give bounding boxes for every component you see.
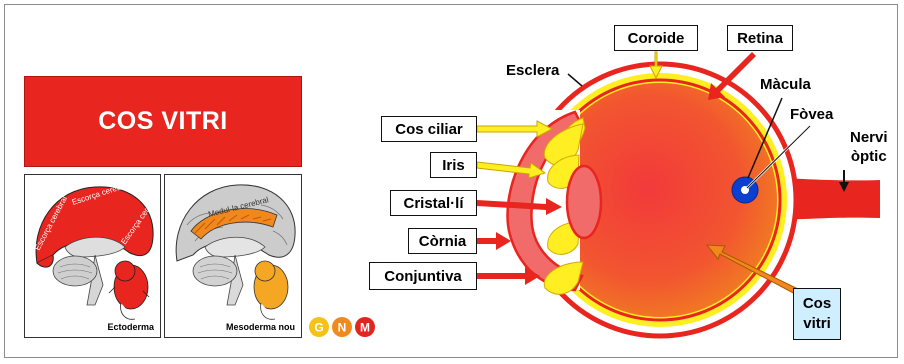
label-conjuntiva: Conjuntiva — [369, 262, 477, 290]
label-nervi-optic: Nervi òptic — [850, 128, 888, 166]
arrow-cornia — [477, 232, 511, 250]
label-retina: Retina — [727, 25, 793, 51]
logo-letter-n: N — [338, 321, 347, 335]
title-banner: COS VITRI — [24, 76, 302, 167]
label-conjuntiva-text: Conjuntiva — [384, 267, 462, 285]
arrow-cristalli — [477, 198, 562, 215]
logo-circle-n — [332, 317, 352, 337]
label-cos-ciliar-text: Cos ciliar — [395, 120, 463, 138]
label-cornia: Còrnia — [408, 228, 477, 254]
label-nervi-line2: òptic — [850, 148, 887, 165]
pointer-nervi — [839, 170, 849, 192]
logo-circle-m — [355, 317, 375, 337]
lens — [565, 164, 603, 240]
label-cristalli: Cristal·lí — [390, 190, 477, 216]
iris-lower — [547, 221, 580, 255]
label-cristalli-text: Cristal·lí — [403, 194, 464, 212]
title-text: COS VITRI — [98, 107, 228, 135]
label-cos-vitri: Cos vitri — [793, 288, 841, 340]
arrow-coroide — [649, 51, 663, 80]
label-cos-vitri-line2: vitri — [803, 315, 831, 332]
label-iris-text: Iris — [442, 156, 465, 174]
pointer-esclera — [567, 73, 583, 87]
label-retina-text: Retina — [737, 29, 783, 47]
label-coroide: Coroide — [614, 25, 698, 51]
label-macula: Màcula — [760, 76, 811, 93]
label-iris: Iris — [430, 152, 477, 178]
label-nervi-line1: Nervi — [850, 129, 888, 146]
label-esclera: Esclera — [506, 62, 560, 79]
mesoderm-caption: Mesoderma nou — [225, 322, 295, 332]
label-cornia-text: Còrnia — [418, 232, 467, 250]
mesoderm-panel: Medul·la cerebral Mesoderma nou — [164, 174, 302, 338]
logo-letter-m: M — [360, 321, 370, 335]
pointer-macula — [747, 97, 783, 179]
logo-letter-g: G — [314, 321, 323, 335]
cornea — [506, 110, 584, 292]
arrow-cos-ciliar — [476, 120, 554, 138]
label-cos-ciliar: Cos ciliar — [381, 116, 477, 142]
arrow-iris — [476, 161, 547, 179]
logo-circle-g — [309, 317, 329, 337]
arrow-retina — [708, 52, 756, 100]
mesoderm-brain-illustration: Medul·la cerebral — [175, 184, 296, 320]
ciliary-body-lower — [543, 261, 584, 295]
gnm-logo: G N M — [309, 317, 375, 337]
arrow-cos-vitri — [705, 244, 801, 296]
ectoderm-caption: Ectoderma — [107, 322, 154, 332]
label-coroide-text: Coroide — [627, 29, 685, 47]
label-fovea: Fòvea — [790, 106, 834, 123]
ectoderm-brain-illustration: Escorça cerebral Escorça cerebral Escorç… — [33, 180, 160, 320]
ectoderm-panel: Escorça cerebral Escorça cerebral Escorç… — [24, 174, 161, 338]
label-cos-vitri-line1: Cos — [802, 295, 832, 312]
arrow-conjuntiva — [477, 267, 540, 285]
